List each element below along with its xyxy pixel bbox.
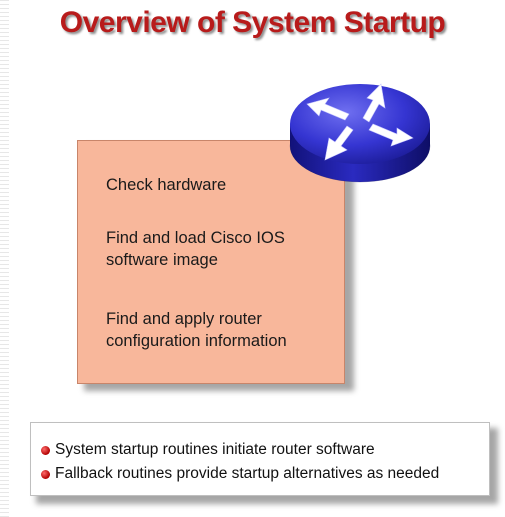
- step-line: Find and apply router: [106, 310, 262, 328]
- arrow-lower-right: [368, 123, 414, 147]
- bullet-text: System startup routines initiate router …: [55, 441, 375, 458]
- arrow-upper-left: [306, 97, 350, 121]
- router-top: [290, 84, 430, 164]
- red-bullet-icon: [41, 469, 50, 479]
- steps-panel: Check hardware Find and load Cisco IOS s…: [77, 140, 345, 384]
- arrow-upper-right: [362, 83, 386, 123]
- bullet-text: Fallback routines provide startup altern…: [55, 465, 440, 482]
- arrow-lower-left: [324, 125, 354, 161]
- step-apply-config: Find and apply router configuration info…: [106, 308, 341, 352]
- step-load-ios: Find and load Cisco IOS software image: [106, 227, 341, 271]
- step-check-hardware: Check hardware: [106, 174, 341, 196]
- bullet-item: System startup routines initiate router …: [41, 441, 375, 459]
- step-line: configuration information: [106, 332, 287, 350]
- step-line: Find and load Cisco IOS: [106, 229, 285, 247]
- step-line: Check hardware: [106, 176, 227, 194]
- left-edge-decoration: [0, 0, 9, 517]
- router-icon: [289, 83, 431, 183]
- bullet-item: Fallback routines provide startup altern…: [41, 465, 439, 483]
- step-line: software image: [106, 251, 218, 269]
- bullets-panel: System startup routines initiate router …: [30, 422, 490, 496]
- slide-title: Overview of System Startup: [59, 6, 446, 39]
- red-bullet-icon: [41, 445, 50, 455]
